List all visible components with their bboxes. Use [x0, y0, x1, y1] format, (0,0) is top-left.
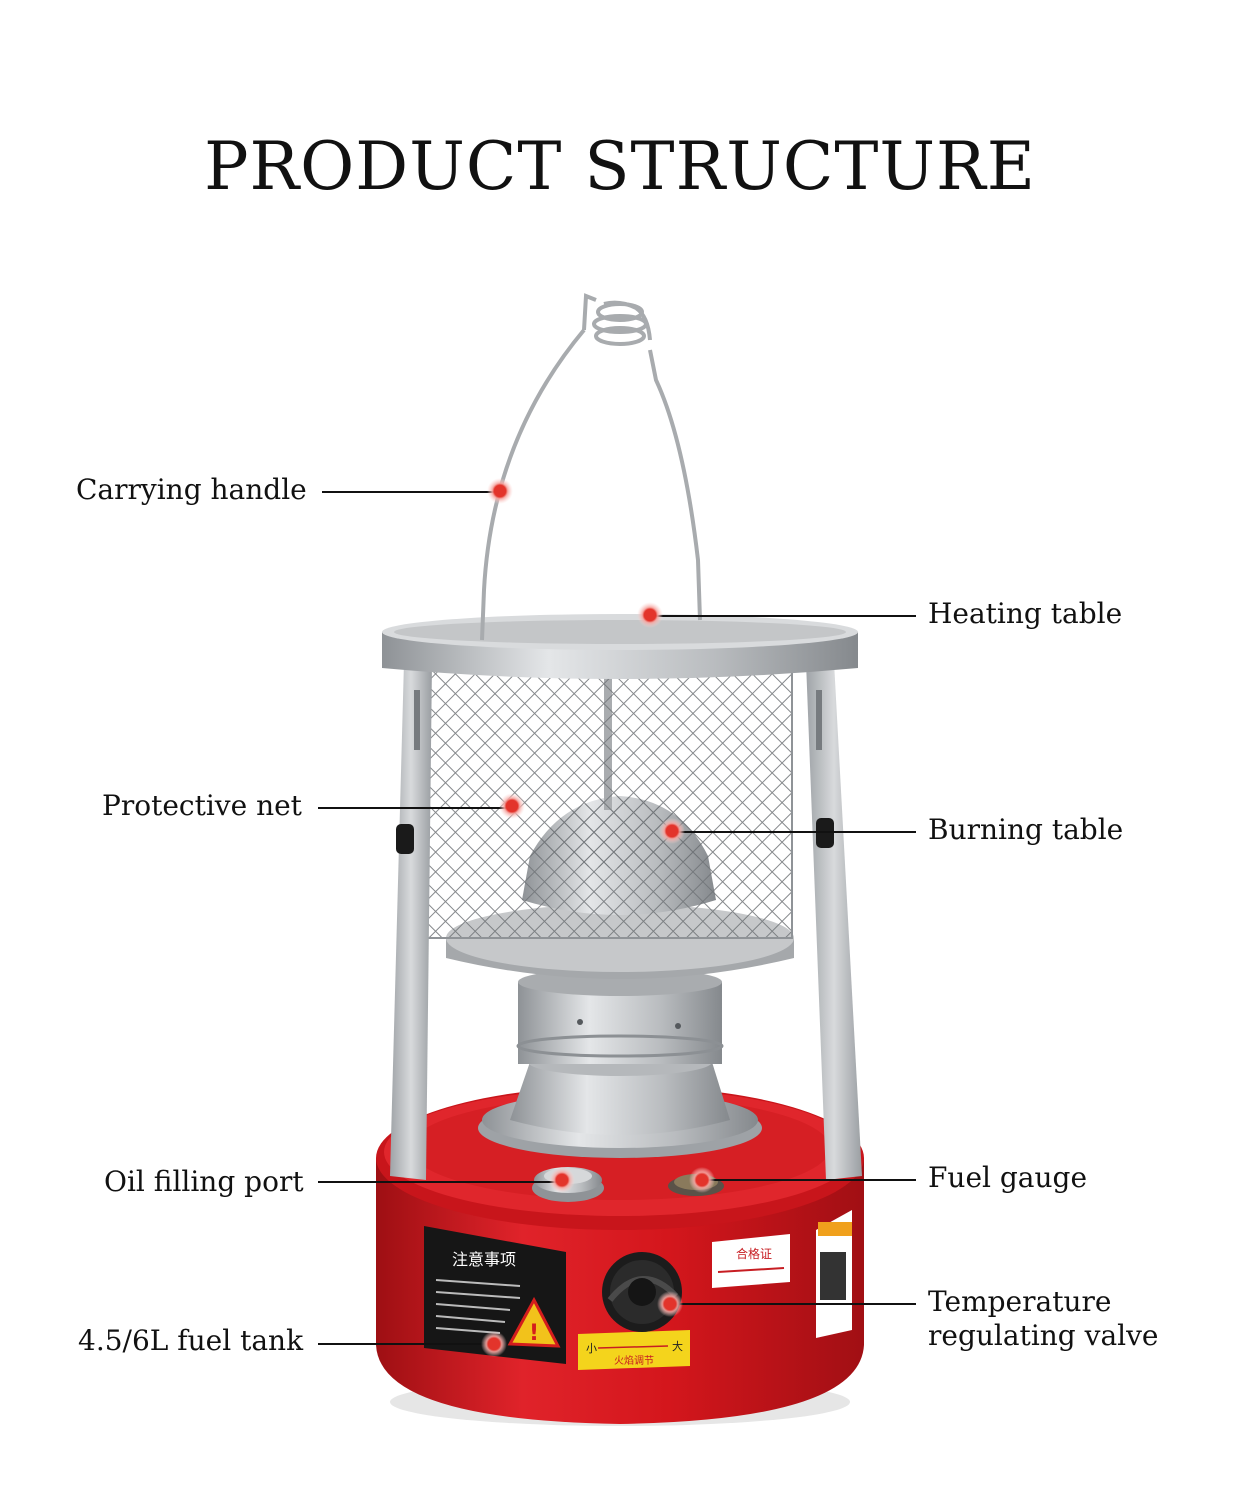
marker-dot-protective-net: [499, 793, 525, 819]
protective-net-mesh: [419, 659, 793, 939]
heater-legs: [390, 662, 862, 1180]
side-sticker: [816, 1210, 852, 1338]
svg-text:!: !: [529, 1321, 539, 1346]
flame-scale-sticker: 小 大 火焰调节: [578, 1330, 690, 1370]
hazard-triangle-icon: [507, 1296, 561, 1348]
burner-base: [478, 968, 762, 1158]
label-temperature-valve: Temperature regulating valve: [928, 1285, 1159, 1352]
flame-scale-large: 大: [672, 1339, 683, 1353]
label-heating-table: Heating table: [928, 597, 1123, 630]
leader-lines: [318, 491, 916, 1345]
marker-dot-burning-table: [659, 818, 685, 844]
label-protective-net: Protective net: [102, 789, 302, 822]
marker-dot-fuel-gauge: [689, 1167, 715, 1193]
warning-label: 注意事项 !: [424, 1226, 566, 1364]
qr-code-icon: [820, 1252, 846, 1300]
certificate-title: 合格证: [736, 1246, 772, 1261]
label-fuel-gauge: Fuel gauge: [928, 1161, 1088, 1194]
left-side-knob: [396, 824, 414, 854]
carrying-handle-wire: [480, 293, 702, 641]
label-carrying-handle: Carrying handle: [76, 473, 307, 506]
marker-dot-heating-table: [637, 602, 663, 628]
marker-dot-oil-filling-port: [549, 1167, 575, 1193]
label-fuel-tank: 4.5/6L fuel tank: [78, 1324, 304, 1357]
flame-scale-caption: 火焰调节: [614, 1354, 654, 1367]
heating-table-ring: [382, 614, 858, 679]
callout-markers: [481, 478, 715, 1357]
label-burning-table: Burning table: [928, 813, 1124, 846]
marker-dot-carrying-handle: [487, 478, 513, 504]
flame-scale-small: 小: [586, 1342, 597, 1355]
label-oil-filling-port: Oil filling port: [104, 1165, 304, 1198]
marker-dot-temperature-valve: [657, 1291, 683, 1317]
certificate-sticker: 合格证: [712, 1234, 790, 1288]
marker-dot-fuel-tank: [481, 1331, 507, 1357]
warning-label-title: 注意事项: [452, 1250, 516, 1269]
page-title: PRODUCT STRUCTURE: [204, 128, 1036, 205]
